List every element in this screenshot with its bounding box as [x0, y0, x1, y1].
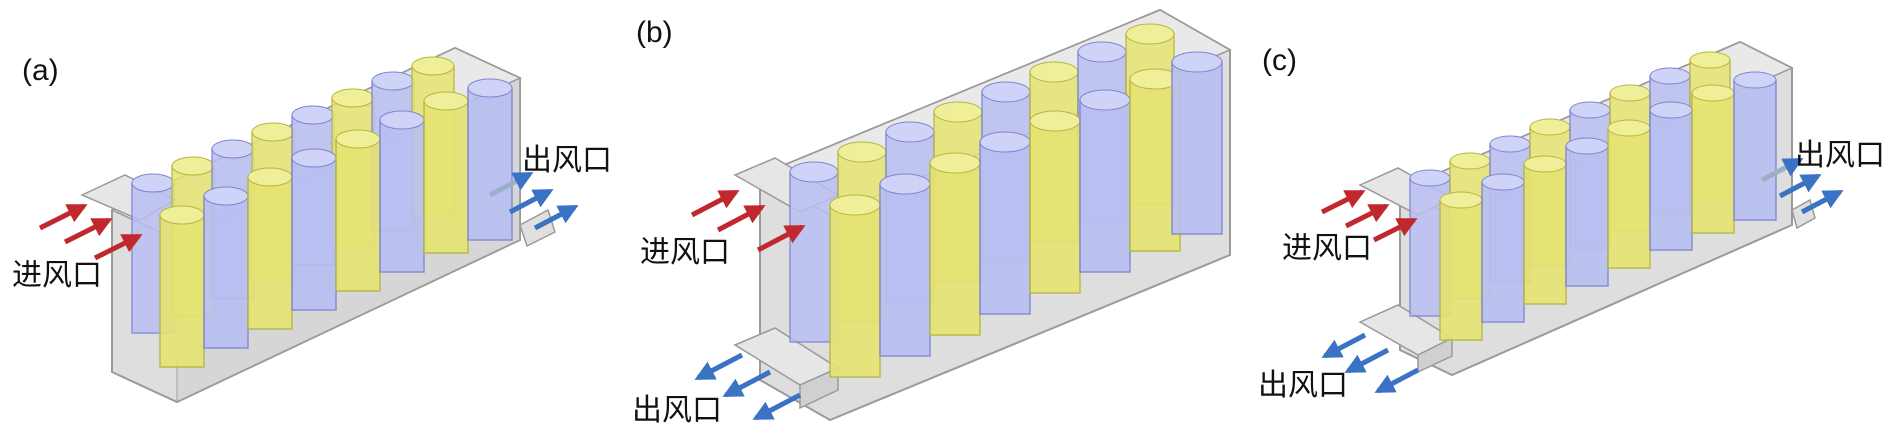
panel-b: (b) 进风口 出风口 — [632, 8, 1232, 428]
outlet-label-c-bottom: 出风口 — [1258, 368, 1348, 403]
cells-front-row-a — [159, 78, 513, 368]
inlet-arrows-b — [690, 189, 806, 253]
outlet-label-a: 出风口 — [522, 143, 612, 178]
inlet-label-c: 进风口 — [1282, 231, 1372, 266]
cells-front-row-b — [829, 51, 1223, 378]
panel-label-a: (a) — [22, 54, 59, 87]
outlet-label-c-top: 出风口 — [1795, 138, 1885, 173]
outlet-arrows-b — [694, 352, 802, 421]
outlet-arrows-c-top — [1760, 157, 1844, 215]
panel-a: (a) 进风口 出风口 — [12, 46, 612, 404]
panel-label-c: (c) — [1262, 44, 1297, 77]
panel-label-b: (b) — [636, 16, 673, 49]
inlet-arrows-a — [38, 203, 143, 261]
panel-c: (c) 进风口 出风口 出风口 — [1258, 40, 1885, 403]
outlet-arrows-a — [488, 171, 579, 231]
cells-front-row-c — [1439, 71, 1777, 341]
outlet-label-b: 出风口 — [632, 393, 722, 428]
outlet-arrows-c-bottom — [1321, 332, 1420, 394]
inlet-label-b: 进风口 — [640, 235, 730, 270]
inlet-label-a: 进风口 — [12, 258, 102, 293]
inlet-arrows-c — [1320, 189, 1418, 243]
